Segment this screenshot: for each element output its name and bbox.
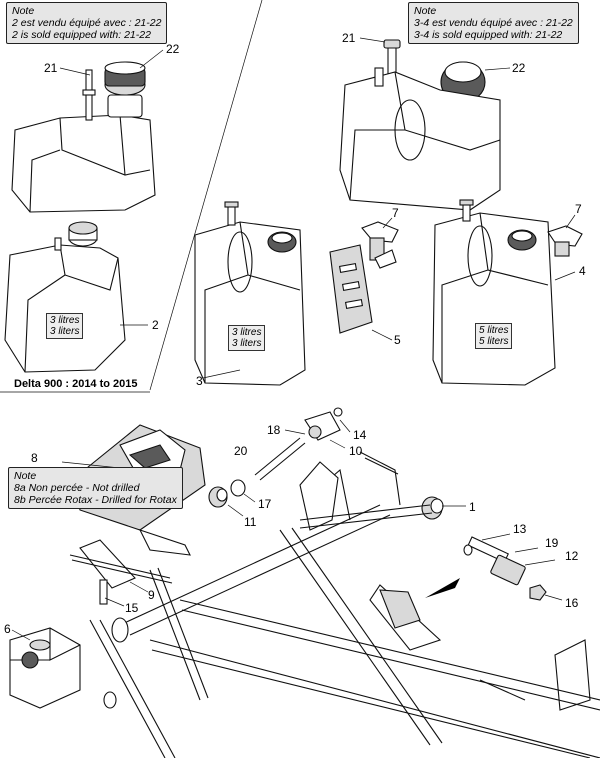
callout-6: 6: [4, 622, 11, 636]
delta-note-box: Note 2 est vendu équipé avec : 21-22 2 i…: [6, 2, 168, 44]
callout-21-right: 21: [342, 31, 356, 45]
tank-4-5-liters: [432, 199, 576, 386]
cover-6: [9, 627, 81, 709]
callout-14: 14: [353, 428, 367, 442]
tank-3-liters: [194, 201, 306, 386]
seat-note-box: Note 8a Non percée - Not drilled 8b Perc…: [8, 467, 183, 509]
delta-tank-lower: [4, 221, 148, 373]
tank-3l-capacity-label: 3 litres 3 liters: [228, 325, 266, 351]
callout-9: 9: [148, 588, 155, 602]
delta-note-header: Note: [12, 5, 35, 17]
delta-tank-capacity-label: 3 litres 3 liters: [46, 313, 84, 339]
callout-16: 16: [565, 596, 579, 610]
callout-18: 18: [267, 423, 281, 437]
tank-3l-capacity-line2: 3 liters: [232, 338, 262, 349]
delta-note-line-fr: 2 est vendu équipé avec : 21-22: [12, 17, 162, 29]
callout-3: 3: [196, 374, 203, 388]
callout-22-right: 22: [512, 61, 526, 75]
tank-5l-capacity-label: 5 litres 5 liters: [475, 323, 513, 349]
pin-20-and-bracket: [254, 407, 351, 481]
tank-note-box: Note 3-4 est vendu équipé avec : 21-22 3…: [408, 2, 579, 44]
delta-tank-top: [11, 49, 164, 213]
callout-7-right: 7: [575, 202, 582, 216]
delta-capacity-line1: 3 litres: [50, 315, 80, 326]
callout-4: 4: [579, 264, 586, 278]
callout-12: 12: [565, 549, 579, 563]
callout-20: 20: [234, 444, 248, 458]
callout-10: 10: [349, 444, 363, 458]
tank-note-line-fr: 3-4 est vendu équipé avec : 21-22: [414, 17, 573, 29]
callout-8: 8: [31, 451, 38, 465]
callout-13: 13: [513, 522, 527, 536]
bolt-assembly-12-19-13-16: [425, 533, 563, 601]
callout-15: 15: [125, 601, 139, 615]
callout-5: 5: [394, 333, 401, 347]
kart-chassis-frame: [69, 451, 600, 758]
large-tank-top: [339, 67, 501, 211]
tank-5l-capacity-line2: 5 liters: [479, 336, 509, 347]
tank-note-line-en: 3-4 is sold equipped with: 21-22: [414, 29, 563, 41]
callout-22-left: 22: [166, 42, 180, 56]
callout-1: 1: [469, 500, 476, 514]
bushing-1: [421, 496, 466, 520]
callout-21-left: 21: [44, 61, 58, 75]
callout-19: 19: [545, 536, 559, 550]
tank-note-header: Note: [414, 5, 437, 17]
knob-7-mid: [361, 217, 399, 269]
callout-11: 11: [244, 515, 257, 529]
seat-note-header: Note: [14, 470, 37, 482]
callout-7-mid: 7: [392, 206, 399, 220]
delta-900-label: Delta 900 : 2014 to 2015: [14, 378, 138, 390]
seat-note-line-fr: 8a Non percée - Not drilled: [14, 482, 140, 494]
tank-5l-capacity-line1: 5 litres: [479, 325, 509, 336]
delta-note-line-en: 2 is sold equipped with: 21-22: [12, 29, 151, 41]
callout-2: 2: [152, 318, 159, 332]
callout-17: 17: [258, 497, 272, 511]
bracket-9: [79, 539, 149, 607]
spacers-11-17: [208, 479, 256, 517]
inset-divider-diagonal: [149, 0, 263, 391]
knob-7-right: [547, 214, 583, 257]
delta-capacity-line2: 3 liters: [50, 326, 80, 337]
seat-note-line-en: 8b Percée Rotax - Drilled for Rotax: [14, 494, 177, 506]
plate-5: [329, 244, 393, 341]
tank-3l-capacity-line1: 3 litres: [232, 327, 262, 338]
